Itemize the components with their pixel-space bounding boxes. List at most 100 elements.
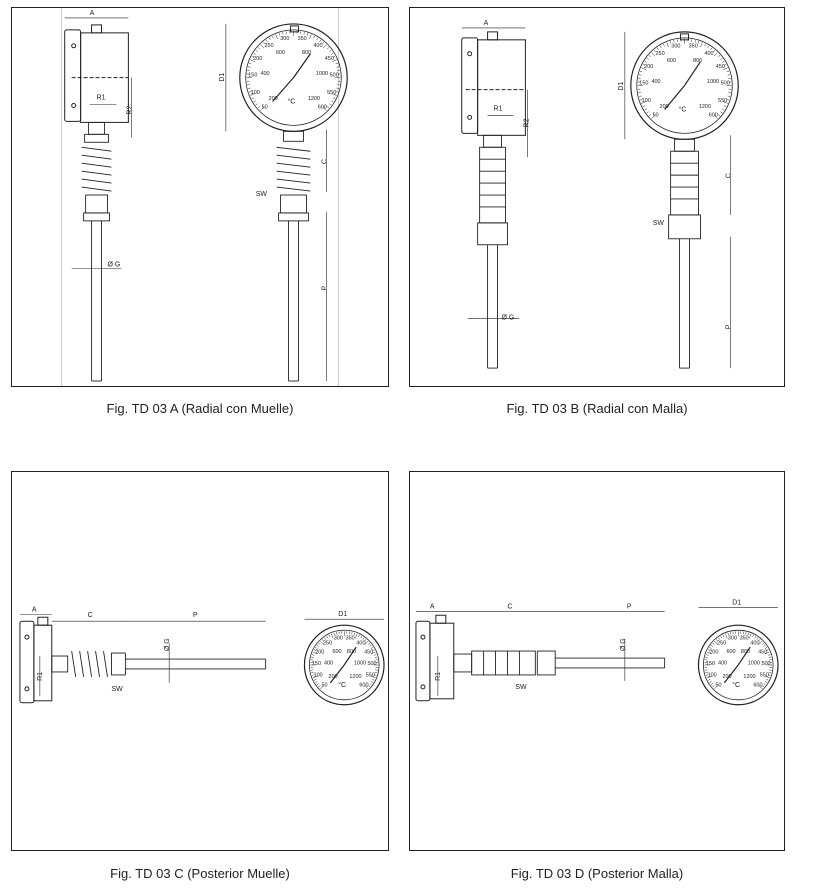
dial-inner-label: 400 — [651, 79, 660, 85]
dial-tick — [648, 114, 652, 117]
dial-unit: °C — [288, 97, 296, 105]
dial-tick — [656, 47, 659, 50]
dial-inner-label: 600 — [276, 50, 285, 56]
dial-tick — [318, 685, 321, 688]
dial-tick — [768, 656, 772, 658]
dial-tick — [767, 654, 771, 656]
dial-inner-label: 200 — [660, 104, 669, 110]
dial-tick — [766, 649, 769, 651]
dial-outer-label: 100 — [314, 673, 323, 679]
dial-tick — [255, 49, 258, 52]
dial-tick — [313, 35, 315, 39]
dial-inner-label: 1200 — [349, 674, 361, 680]
dial-inner-label: 800 — [347, 649, 356, 655]
dial-inner-label: 1200 — [308, 96, 320, 102]
dial-outer-label: 450 — [758, 650, 767, 656]
dial-outer-label: 500 — [761, 661, 770, 667]
dial-outer-label: 350 — [740, 636, 749, 642]
dial-outer-label: 200 — [315, 650, 324, 656]
dial-tick — [642, 105, 646, 108]
dial-outer-label: 300 — [728, 636, 737, 642]
dial-tick — [710, 683, 714, 686]
caption-b: Fig. TD 03 B (Radial con Malla) — [506, 401, 688, 416]
dial-outer-label: 600 — [709, 112, 718, 118]
dial-outer-label: 200 — [644, 64, 653, 70]
dial-tick — [369, 644, 372, 647]
dim-d1-label: D1 — [732, 599, 741, 606]
dial-tick — [372, 649, 375, 651]
dial-tick — [730, 632, 732, 635]
dial-tick — [669, 41, 672, 44]
dial-outer-label: 300 — [280, 36, 289, 42]
dial-tick — [726, 70, 730, 73]
dim-sw-label: SW — [653, 220, 665, 227]
dial-outer-label: 150 — [248, 73, 257, 79]
dial-outer-label: 250 — [656, 51, 665, 57]
dial-tick — [659, 45, 662, 48]
dial-tick — [322, 41, 325, 45]
dial-inner-label: 600 — [332, 649, 341, 655]
dim-c-label: C — [725, 173, 732, 178]
dial-tick — [312, 675, 318, 679]
dial-tick — [332, 93, 337, 96]
dial-inner-label: 600 — [726, 649, 735, 655]
dial-tick — [265, 39, 268, 42]
dial-tick — [644, 60, 647, 63]
dial-tick — [644, 108, 647, 111]
dial-tick — [639, 99, 643, 101]
dial-outer-label: 250 — [264, 43, 273, 49]
dial-tick — [262, 41, 265, 45]
dial-tick — [722, 108, 725, 111]
dial-tick — [315, 647, 318, 649]
dial-tick — [763, 644, 766, 647]
dial-tick — [720, 636, 723, 639]
dial-inner-label: 1200 — [743, 674, 755, 680]
caption-d: Fig. TD 03 D (Posterior Malla) — [510, 866, 684, 881]
dial-inner-label: 1000 — [316, 71, 328, 77]
dial-tick — [707, 649, 711, 651]
dim-c-label: C — [88, 612, 93, 619]
dial-tick — [322, 639, 325, 642]
dial-inner-label: 1000 — [748, 660, 760, 666]
dial-tick — [257, 106, 261, 109]
dial-tick — [666, 42, 669, 48]
dial-outer-label: 400 — [750, 641, 759, 647]
dial-tick — [754, 636, 757, 639]
dial-tick — [328, 634, 331, 638]
dial-tick — [320, 640, 325, 645]
dial-tick — [322, 107, 327, 111]
dial-tick — [313, 649, 317, 651]
dial-tick — [248, 91, 252, 93]
dial-tick — [727, 632, 729, 636]
dial-tick — [324, 637, 327, 640]
dial-inner-label: 400 — [260, 71, 269, 77]
dial-tick — [720, 111, 723, 114]
dial-tick — [726, 99, 730, 101]
dial-tick — [694, 40, 696, 43]
dial-tick — [642, 64, 646, 66]
dial-tick — [749, 633, 752, 639]
dial-tick — [705, 672, 708, 674]
dim-r2-label: R2 — [523, 118, 530, 127]
dial-tick — [312, 651, 318, 655]
dial-tick — [278, 33, 281, 36]
dim-a-label: A — [484, 20, 489, 27]
dial-tick — [641, 67, 647, 70]
dial-tick — [329, 103, 332, 106]
dial-tick — [747, 632, 749, 636]
dial-outer-label: 550 — [366, 673, 375, 679]
dial-tick — [247, 87, 251, 89]
dial-tick — [373, 654, 377, 656]
dial-tick — [331, 52, 334, 55]
dim-sw-label: SW — [256, 191, 268, 198]
dial-outer-label: 250 — [323, 641, 332, 647]
dial-tick — [364, 640, 369, 645]
dial-tick — [353, 632, 355, 636]
dial-tick — [758, 639, 761, 642]
dial-tick — [723, 67, 728, 70]
dim-g-label: Ø G — [620, 638, 627, 651]
dial-tick — [355, 633, 358, 639]
